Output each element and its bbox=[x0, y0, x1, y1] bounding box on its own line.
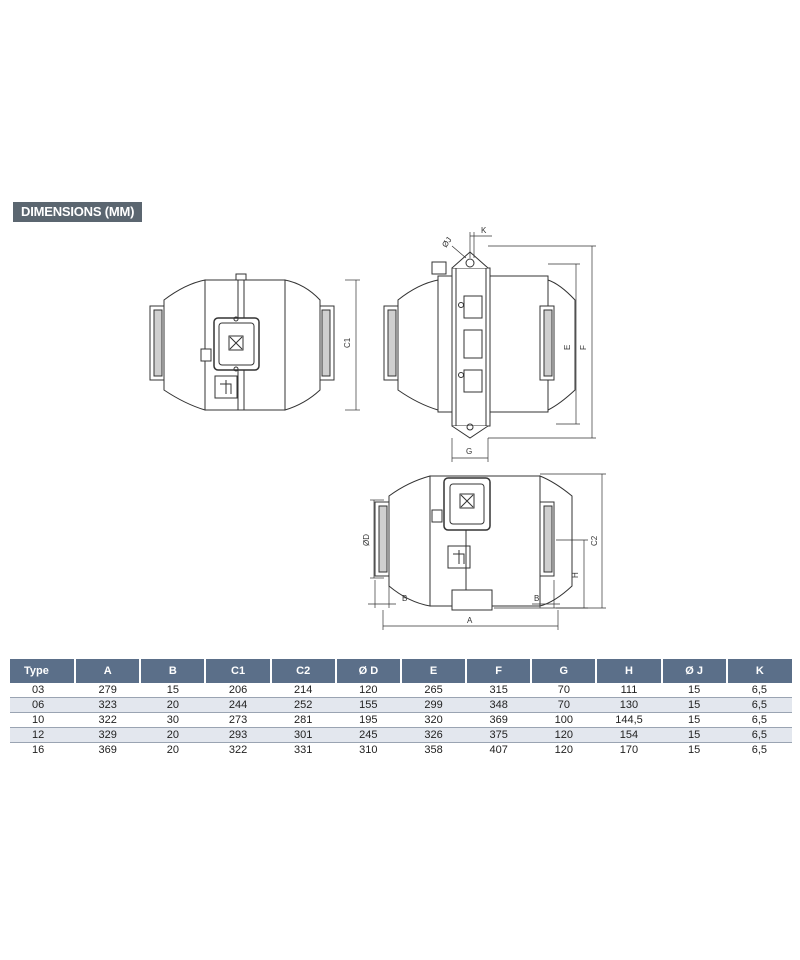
table-cell: 15 bbox=[166, 684, 180, 696]
table-cell: 120 bbox=[531, 727, 597, 743]
table-cell: 6,5 bbox=[751, 744, 767, 756]
table-cell: 03 bbox=[32, 684, 45, 696]
table-cell: 130 bbox=[596, 697, 662, 713]
table-header-row: Type A B C1 C2 Ø D E F G H Ø J K bbox=[10, 659, 792, 683]
table-cell: 206 bbox=[228, 684, 248, 696]
table-cell: 70 bbox=[531, 697, 597, 713]
fan-technical-drawing: C1 E F G ØJ K ØD B B A H C2 bbox=[149, 226, 606, 630]
table-cell: 30 bbox=[166, 714, 180, 726]
col-header: K bbox=[725, 659, 792, 683]
dimensions-table: Type A B C1 C2 Ø D E F G H Ø J K 03 279 … bbox=[10, 659, 792, 757]
table-cell: 375 bbox=[466, 727, 532, 743]
table-row: 12 329 20 293 301 245 326 375 120 154 15… bbox=[10, 727, 792, 743]
col-header: Ø J bbox=[660, 659, 727, 683]
col-header: F bbox=[465, 659, 532, 683]
label-a: A bbox=[467, 616, 473, 625]
table-cell: 20 bbox=[140, 697, 206, 713]
table-cell: 6,5 bbox=[751, 684, 767, 696]
table-cell: 299 bbox=[400, 697, 467, 713]
section-title: DIMENSIONS (MM) bbox=[13, 202, 143, 222]
col-header: Ø D bbox=[334, 659, 401, 683]
table-cell: 6,5 bbox=[726, 727, 792, 743]
table-cell: 15 bbox=[688, 744, 701, 756]
table-cell: 20 bbox=[166, 744, 180, 756]
table-cell: 252 bbox=[270, 697, 336, 713]
table-cell: 315 bbox=[489, 684, 508, 696]
table-row: 03 279 15 206 214 120 265 315 70 111 15 … bbox=[10, 683, 792, 698]
table-cell: 111 bbox=[620, 684, 638, 696]
table-cell: 170 bbox=[619, 744, 639, 756]
label-j: ØJ bbox=[440, 236, 453, 250]
col-header: B bbox=[139, 659, 206, 683]
col-header: G bbox=[530, 659, 597, 683]
fan-mount-view bbox=[383, 251, 576, 439]
table-cell: 358 bbox=[424, 744, 443, 756]
table-row: 10 322 30 273 281 195 320 369 100 144,5 … bbox=[10, 713, 792, 728]
table-cell: 320 bbox=[424, 714, 443, 726]
table-cell: 279 bbox=[98, 684, 117, 696]
table-cell: 195 bbox=[359, 714, 378, 726]
table-cell: 120 bbox=[359, 684, 378, 696]
table-cell: 329 bbox=[75, 727, 141, 743]
col-header: A bbox=[74, 659, 141, 683]
label-h: H bbox=[571, 572, 580, 578]
table-cell: 369 bbox=[98, 744, 117, 756]
label-c2: C2 bbox=[590, 535, 599, 546]
table-cell: 154 bbox=[596, 727, 662, 743]
table-row: 16 369 20 322 331 310 358 407 120 170 15… bbox=[10, 743, 792, 758]
table-cell: 16 bbox=[32, 744, 45, 756]
table-cell: 6,5 bbox=[726, 697, 792, 713]
table-cell: 214 bbox=[294, 684, 313, 696]
table-cell: 15 bbox=[688, 714, 701, 726]
col-header: H bbox=[595, 659, 662, 683]
table-cell: 70 bbox=[557, 684, 570, 696]
table-cell: 15 bbox=[661, 697, 727, 713]
table-cell: 331 bbox=[294, 744, 313, 756]
col-header: C2 bbox=[269, 659, 336, 683]
table-cell: 6,5 bbox=[751, 714, 767, 726]
table-cell: 144,5 bbox=[615, 714, 643, 726]
col-header: Type bbox=[10, 659, 76, 683]
table-cell: 265 bbox=[424, 684, 443, 696]
label-f: F bbox=[579, 345, 588, 350]
table-cell: 369 bbox=[489, 714, 508, 726]
fan-side-view bbox=[149, 273, 335, 411]
table-cell: 310 bbox=[359, 744, 378, 756]
table-cell: 15 bbox=[661, 727, 727, 743]
label-c1: C1 bbox=[343, 337, 352, 348]
table-cell: 273 bbox=[228, 714, 248, 726]
table-cell: 407 bbox=[489, 744, 508, 756]
table-cell: 10 bbox=[32, 714, 45, 726]
table-cell: 12 bbox=[10, 727, 76, 743]
label-k: K bbox=[481, 226, 487, 235]
table-cell: 120 bbox=[554, 744, 573, 756]
table-cell: 293 bbox=[205, 727, 271, 743]
table-cell: 15 bbox=[688, 684, 701, 696]
label-b-left: B bbox=[402, 594, 407, 603]
table-cell: 100 bbox=[554, 714, 573, 726]
table-row: 06 323 20 244 252 155 299 348 70 130 15 … bbox=[10, 697, 792, 713]
table-cell: 322 bbox=[98, 714, 117, 726]
table-cell: 281 bbox=[294, 714, 313, 726]
table-cell: 326 bbox=[400, 727, 467, 743]
table-cell: 301 bbox=[270, 727, 336, 743]
table-cell: 245 bbox=[335, 727, 401, 743]
table-cell: 06 bbox=[10, 697, 76, 713]
table-cell: 244 bbox=[205, 697, 271, 713]
table-cell: 20 bbox=[140, 727, 206, 743]
table-cell: 348 bbox=[466, 697, 532, 713]
label-d: ØD bbox=[362, 534, 371, 546]
col-header: C1 bbox=[204, 659, 271, 683]
label-g: G bbox=[466, 447, 472, 456]
table-cell: 155 bbox=[335, 697, 401, 713]
label-e: E bbox=[563, 345, 572, 350]
table-cell: 322 bbox=[228, 744, 248, 756]
fan-bottom-view bbox=[374, 475, 573, 611]
label-b-right: B bbox=[534, 594, 539, 603]
table-cell: 323 bbox=[75, 697, 141, 713]
col-header: E bbox=[399, 659, 467, 683]
